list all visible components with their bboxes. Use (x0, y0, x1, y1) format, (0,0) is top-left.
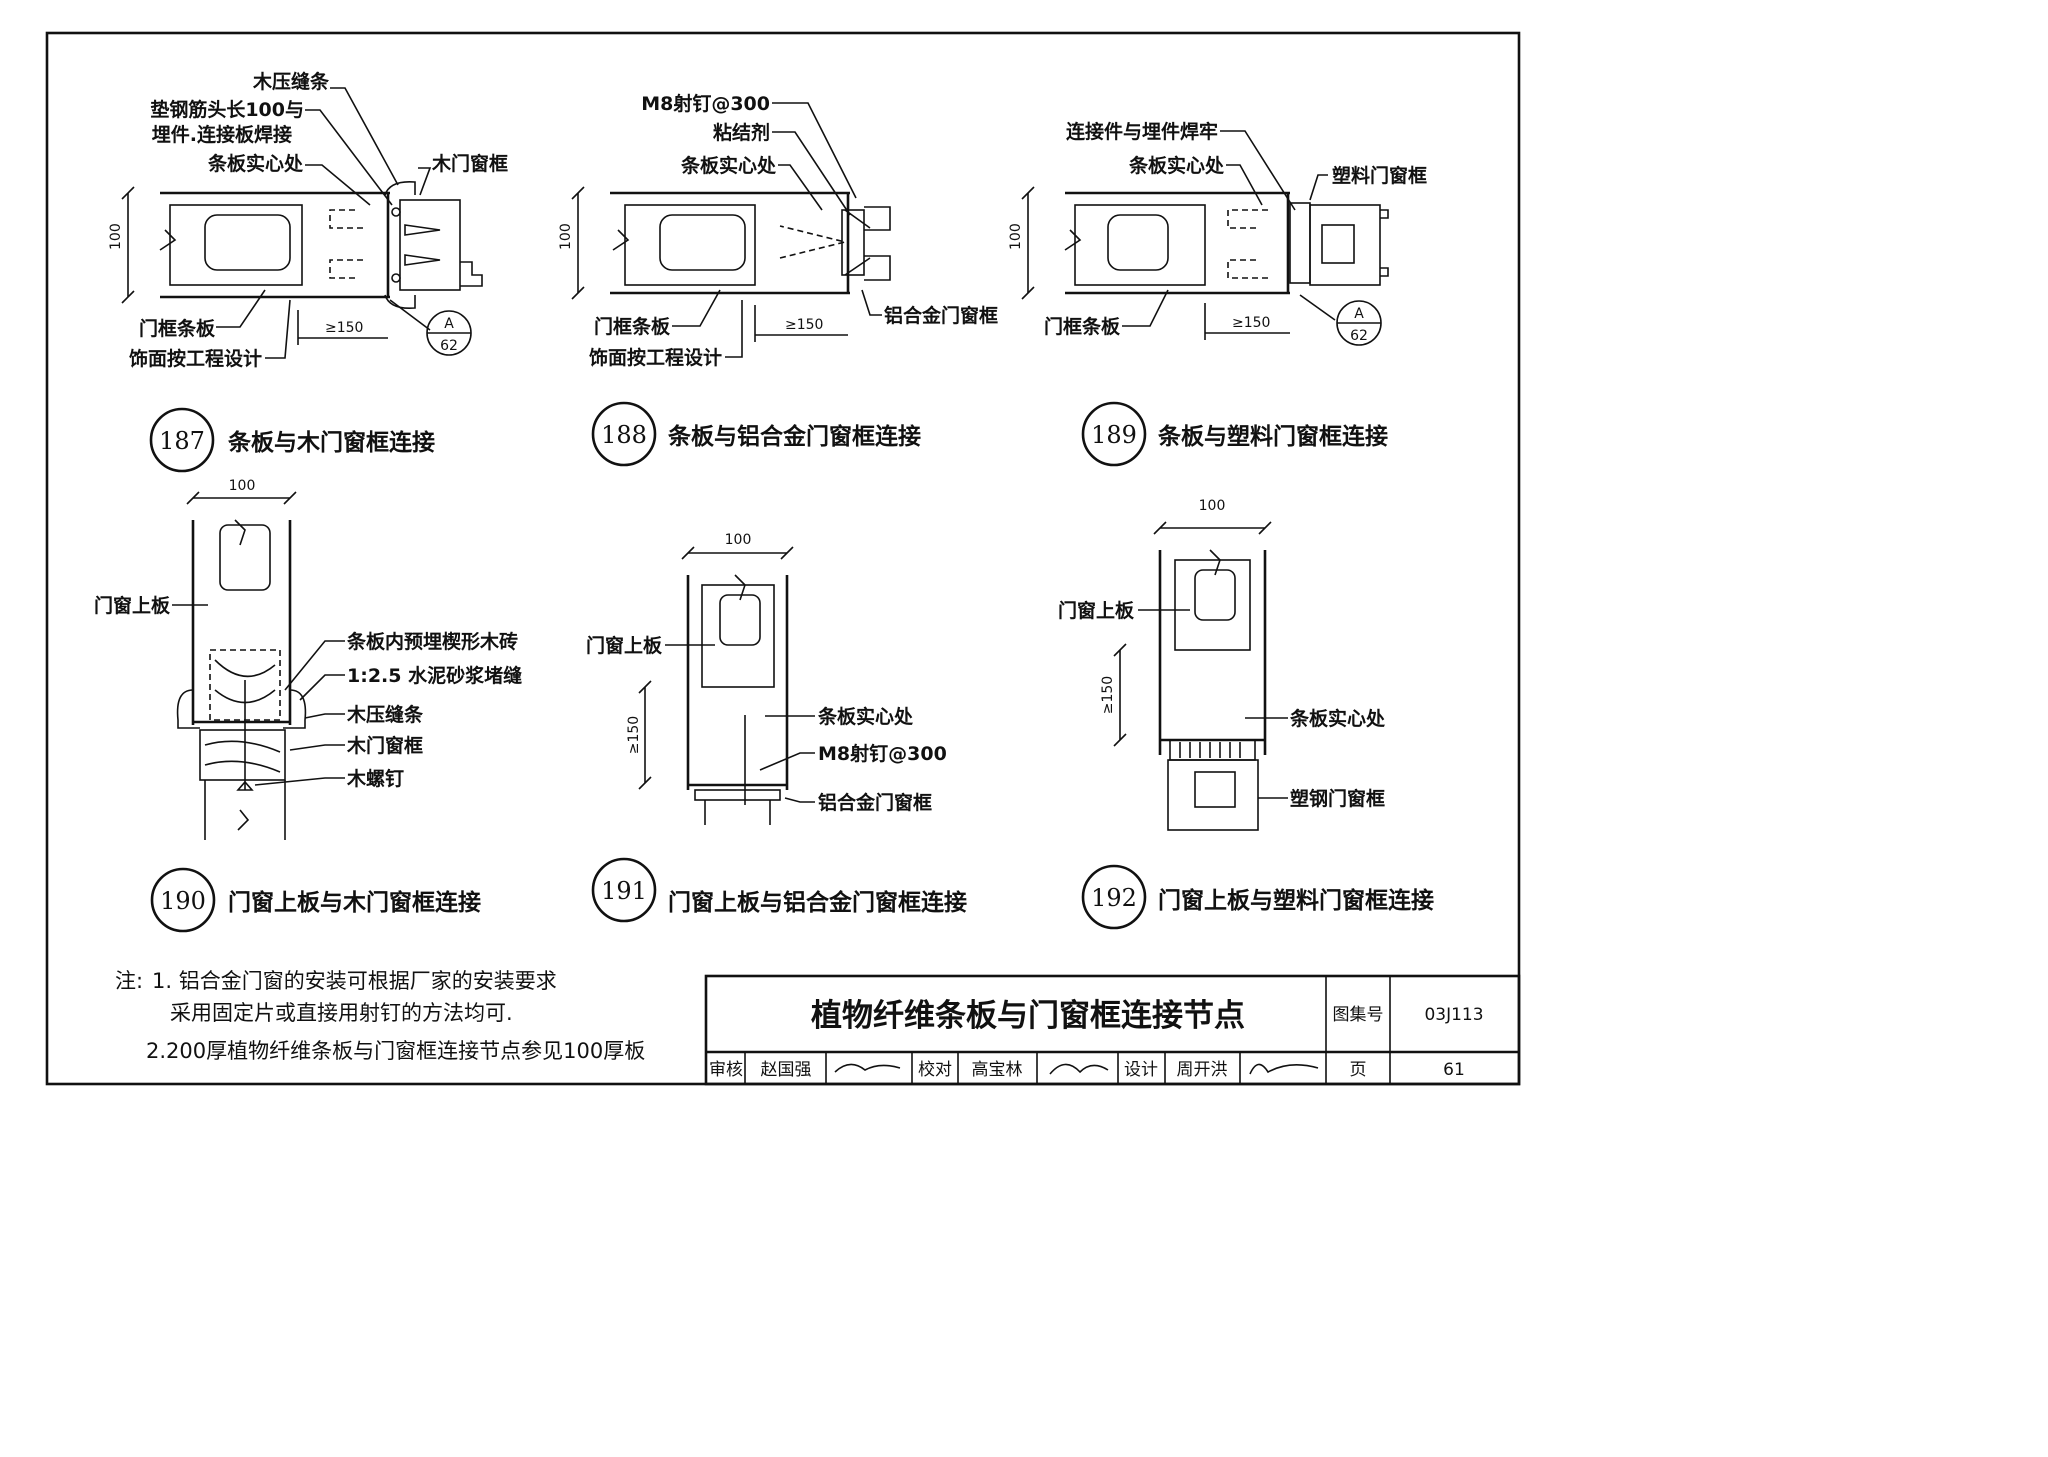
label-1: 门窗上板 (586, 634, 663, 657)
ref-top: A (444, 316, 454, 332)
sheet-title: 植物纤维条板与门窗框连接节点 (811, 998, 1245, 1034)
label-2: 粘结剂 (713, 121, 770, 144)
detail-number: 188 (601, 421, 647, 449)
detail-title: 条板与木门窗框连接 (228, 429, 435, 456)
label-6: 门框条板 (139, 317, 216, 340)
reviewer: 赵国强 (761, 1060, 812, 1080)
sheet-border (45, 31, 1521, 1086)
dim-100: 100 (1008, 223, 1024, 250)
dim-100: 100 (1199, 498, 1226, 514)
label-1: 门窗上板 (94, 594, 171, 617)
dim-100: 100 (229, 478, 256, 494)
label-1: 木压缝条 (252, 70, 330, 93)
detail-187: 100 ≥150 A 62 木压缝条 垫钢筋头长100与 埋件.连接板焊接 条板… (108, 70, 508, 473)
reviewer-signature (834, 1063, 901, 1073)
checker: 高宝林 (972, 1060, 1023, 1080)
label-6: 木螺钉 (346, 767, 404, 790)
note-1a: 1. 铝合金门窗的安装可根据厂家的安装要求 (152, 969, 557, 993)
check-label: 校对 (918, 1060, 952, 1080)
detail-number: 191 (601, 877, 647, 905)
detail-title: 门窗上板与铝合金门窗框连接 (668, 889, 967, 916)
detail-title: 条板与铝合金门窗框连接 (668, 423, 921, 450)
detail-190: 100 门窗上板 条板内预埋楔形木砖 1:2.5 水泥砂浆堵缝 木压缝条 木门窗… (94, 478, 522, 933)
title-block: 植物纤维条板与门窗框连接节点 图集号 03J113 审核 赵国强 校对 高宝林 … (704, 974, 1521, 1086)
ref-bottom: 62 (1350, 328, 1368, 344)
label-7: 饰面按工程设计 (129, 347, 262, 370)
detail-title: 门窗上板与塑料门窗框连接 (1158, 887, 1434, 914)
label-2: 垫钢筋头长100与 (150, 98, 304, 121)
detail-189: 100 ≥150 A 62 连接件与埋件焊牢 条板实心处 塑料门窗框 门框条板 … (1008, 120, 1427, 467)
detail-191: 100 ≥150 门窗上板 条板实心处 M8射钉@300 铝合金门窗框 191 … (586, 532, 967, 923)
dim-min: ≥150 (1100, 676, 1116, 714)
detail-number-circle (1081, 864, 1147, 930)
label-4: 铝合金门窗框 (884, 304, 998, 327)
label-2: 条板实心处 (1290, 707, 1386, 730)
designer-signature (1249, 1063, 1319, 1075)
page-label: 页 (1350, 1060, 1367, 1080)
dim-100: 100 (558, 223, 574, 250)
label-3: 塑料门窗框 (1332, 164, 1427, 187)
label-2: 条板实心处 (818, 705, 914, 728)
detail-number-circle (591, 401, 657, 467)
detail-number-circle (150, 867, 216, 933)
detail-number-circle (591, 857, 657, 923)
dim-min: ≥150 (1232, 315, 1270, 331)
detail-title: 门窗上板与木门窗框连接 (228, 889, 481, 916)
detail-number-circle (1081, 401, 1147, 467)
detail-number-circle (149, 407, 215, 473)
label-3: 1:2.5 水泥砂浆堵缝 (347, 664, 522, 687)
notes-prefix: 注: (115, 969, 143, 993)
label-4: 木压缝条 (346, 703, 424, 726)
detail-192: 100 ≥150 门窗上板 条板实心处 塑钢门窗框 192 门窗上板与塑料门窗框… (1058, 498, 1434, 930)
label-1: 门窗上板 (1058, 599, 1135, 622)
label-2: 条板实心处 (1129, 154, 1225, 177)
detail-188: 100 ≥150 M8射钉@300 粘结剂 条板实心处 铝合金门窗框 门框条板 … (558, 92, 998, 467)
label-2: 条板内预埋楔形木砖 (347, 630, 518, 653)
notes: 注: 1. 铝合金门窗的安装可根据厂家的安装要求 采用固定片或直接用射钉的方法均… (115, 969, 645, 1063)
label-4: 门框条板 (1044, 315, 1121, 338)
detail-number: 187 (159, 427, 205, 455)
note-1b: 采用固定片或直接用射钉的方法均可. (170, 1001, 513, 1025)
detail-number: 190 (160, 887, 206, 915)
label-1: 连接件与埋件焊牢 (1066, 120, 1218, 143)
dim-min: ≥150 (325, 320, 363, 336)
ref-top: A (1354, 306, 1364, 322)
label-3: 埋件.连接板焊接 (152, 123, 292, 146)
label-5: 门框条板 (594, 315, 671, 338)
label-6: 饰面按工程设计 (589, 346, 722, 369)
drawing-sheet: 100 ≥150 A 62 木压缝条 垫钢筋头长100与 埋件.连接板焊接 条板… (45, 31, 1521, 1086)
detail-title: 条板与塑料门窗框连接 (1158, 423, 1388, 450)
label-5: 木门窗框 (346, 734, 423, 757)
label-5: 木门窗框 (431, 152, 508, 175)
label-1: M8射钉@300 (641, 92, 770, 115)
detail-number: 192 (1091, 884, 1137, 912)
detail-number: 189 (1091, 421, 1137, 449)
ref-bottom: 62 (440, 338, 458, 354)
label-3: 条板实心处 (681, 154, 777, 177)
label-3: 塑钢门窗框 (1290, 787, 1385, 810)
dim-min: ≥150 (785, 317, 823, 333)
dim-100: 100 (725, 532, 752, 548)
atlas-label: 图集号 (1333, 1005, 1384, 1025)
review-label: 审核 (709, 1060, 743, 1080)
label-4: 条板实心处 (208, 152, 304, 175)
checker-signature (1049, 1063, 1109, 1075)
label-3: M8射钉@300 (818, 742, 947, 765)
page-value: 61 (1443, 1060, 1465, 1080)
dim-100: 100 (108, 223, 124, 250)
atlas-value: 03J113 (1424, 1005, 1483, 1025)
designer: 周开洪 (1177, 1060, 1228, 1080)
design-label: 设计 (1124, 1060, 1158, 1080)
note-2: 2.200厚植物纤维条板与门窗框连接节点参见100厚板 (146, 1039, 645, 1063)
label-4: 铝合金门窗框 (818, 791, 932, 814)
dim-min: ≥150 (626, 716, 642, 754)
